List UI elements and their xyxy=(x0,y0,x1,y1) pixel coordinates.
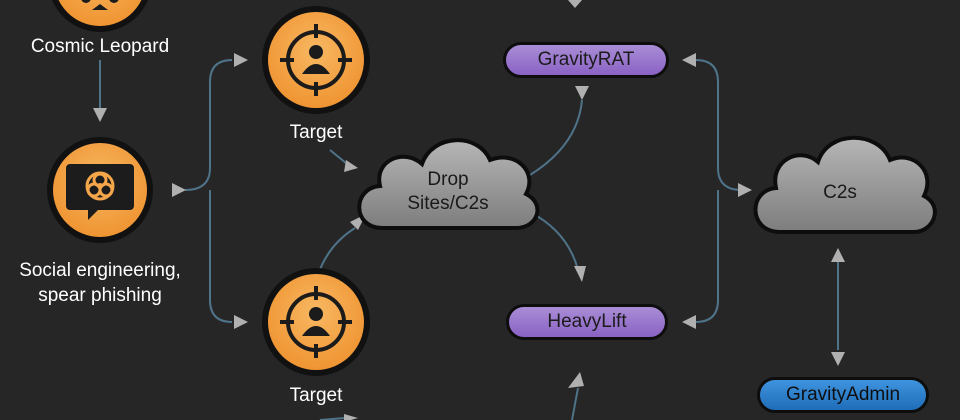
target-node-2 xyxy=(262,268,370,376)
leopard-icon xyxy=(81,0,119,10)
drop-sites-line1: Drop xyxy=(427,169,469,190)
arrow-head xyxy=(234,315,248,329)
connector-dropsites-to-heavylift xyxy=(529,211,579,271)
arrow-head xyxy=(738,183,752,197)
connector-target2-to-dropsites xyxy=(317,227,356,276)
arrow-head xyxy=(682,53,696,67)
target-label-1: Target xyxy=(289,122,343,143)
arrow-head xyxy=(682,315,696,329)
connector-dropsites-to-gravityrat xyxy=(529,99,583,176)
target-person-icon xyxy=(280,286,352,358)
target-node-1 xyxy=(262,6,370,114)
target-label-2: Target xyxy=(289,385,343,406)
technique-node xyxy=(47,137,153,243)
biohazard-icon xyxy=(66,164,134,220)
arrow-head xyxy=(172,183,186,197)
gravityadmin-node: GravityAdmin xyxy=(757,377,929,413)
arrow-head xyxy=(574,266,586,282)
actor-label: Cosmic Leopard xyxy=(30,36,170,57)
technique-label-line1: Social engineering, xyxy=(19,260,181,281)
c2s-label: C2s xyxy=(823,182,857,203)
arrow-head xyxy=(93,108,107,122)
arrow-head xyxy=(234,53,248,67)
drop-sites-line2: Sites/C2s xyxy=(407,193,489,214)
arrow-heads xyxy=(93,0,845,420)
connector-bottom-exit xyxy=(571,387,579,420)
arrow-head xyxy=(831,248,845,262)
cloud-icon xyxy=(357,138,540,230)
drop-sites-label: Drop Sites/C2s xyxy=(390,168,506,216)
arrow-head xyxy=(575,86,589,100)
arrow-head xyxy=(344,160,358,172)
technique-label: Social engineering, spear phishing xyxy=(0,258,200,308)
connectors xyxy=(99,0,839,420)
target-person-icon xyxy=(280,24,352,96)
arrow-head xyxy=(831,352,845,366)
arrow-head xyxy=(568,0,582,8)
cloud-icon xyxy=(753,135,937,234)
gravityrat-node: GravityRAT xyxy=(503,42,669,78)
technique-label-line2: spear phishing xyxy=(38,285,162,306)
arrow-head xyxy=(344,414,358,420)
heavylift-node: HeavyLift xyxy=(506,304,668,340)
connector-technique-to-targets xyxy=(184,59,233,323)
actor-node xyxy=(52,0,148,32)
arrow-head xyxy=(568,372,584,388)
connector-c2s-to-malware xyxy=(695,59,743,323)
